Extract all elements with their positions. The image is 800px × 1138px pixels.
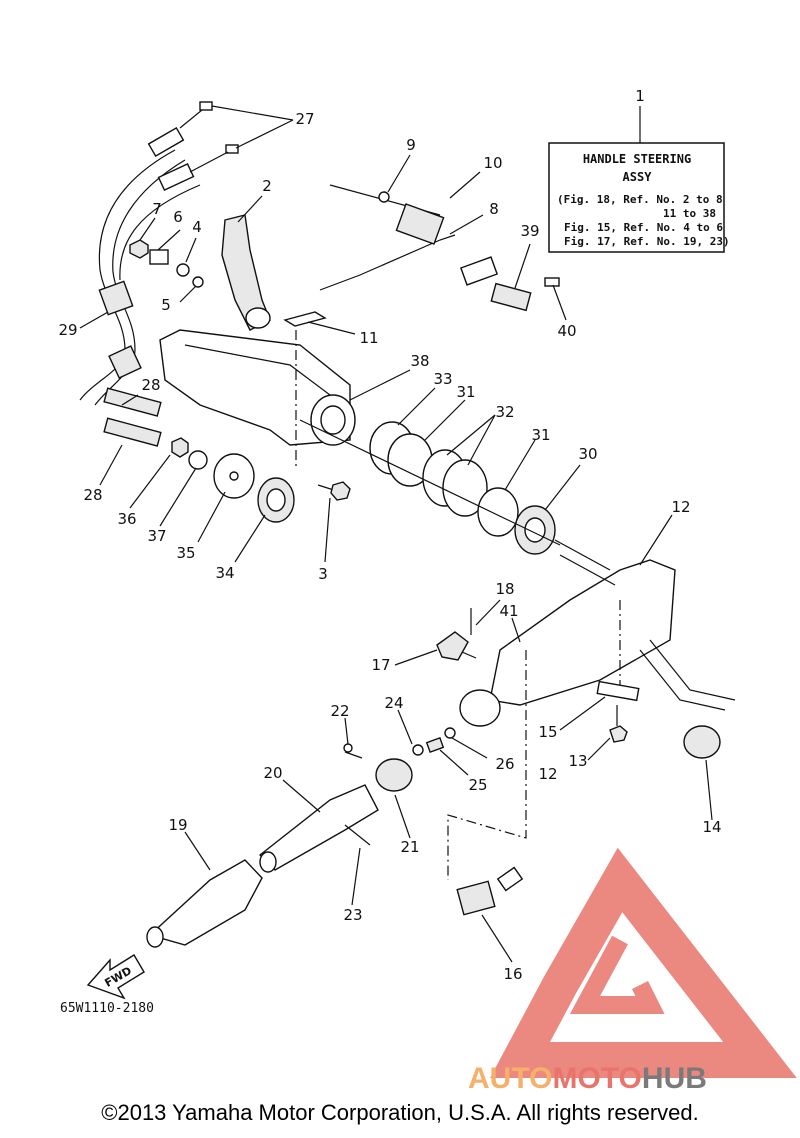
info-box-line3: (Fig. 18, Ref. No. 2 to 8 bbox=[557, 193, 723, 206]
info-box-title: HANDLE STEERING bbox=[583, 152, 691, 166]
callout-31-bottom: 31 bbox=[531, 426, 550, 444]
plate bbox=[283, 311, 327, 327]
callout-16: 16 bbox=[503, 965, 522, 983]
bushing-parts bbox=[171, 437, 295, 523]
watermark-text: AUTOMOTOHUB bbox=[468, 1062, 707, 1095]
copyright-notice: ©2013 Yamaha Motor Corporation, U.S.A. A… bbox=[101, 1100, 699, 1125]
callout-18: 18 bbox=[495, 580, 514, 598]
info-box-line5: Fig. 15, Ref. No. 4 to 6 bbox=[564, 221, 723, 234]
joint-parts bbox=[459, 256, 560, 312]
leader-lines bbox=[79, 105, 713, 963]
callout-6: 6 bbox=[173, 208, 183, 226]
callout-2: 2 bbox=[262, 177, 272, 195]
callout-30: 30 bbox=[578, 445, 597, 463]
callout-29: 29 bbox=[58, 321, 77, 339]
callout-21: 21 bbox=[400, 838, 419, 856]
callout-15: 15 bbox=[538, 723, 557, 741]
callout-38: 38 bbox=[410, 352, 429, 370]
svg-text:AUTOMOTOHUB: AUTOMOTOHUB bbox=[468, 1062, 707, 1095]
small-fasteners-top bbox=[129, 239, 204, 288]
callout-19: 19 bbox=[168, 816, 187, 834]
shift-lever bbox=[221, 214, 271, 331]
shift-rod bbox=[319, 184, 456, 291]
callout-3: 3 bbox=[318, 565, 328, 583]
watermark-logo bbox=[490, 847, 797, 1078]
callout-12: 12 bbox=[671, 498, 690, 516]
info-box-callout: 1 bbox=[635, 87, 645, 105]
callout-24: 24 bbox=[384, 694, 403, 712]
callout-13: 13 bbox=[568, 752, 587, 770]
diagram-code: 65W1110-2180 bbox=[60, 1001, 154, 1016]
forward-arrow-icon: FWD bbox=[86, 954, 145, 1000]
callout-14: 14 bbox=[702, 818, 721, 836]
callout-34: 34 bbox=[215, 564, 234, 582]
callout-28-top: 28 bbox=[141, 376, 160, 394]
washer-stack bbox=[299, 419, 561, 555]
throttle-grip bbox=[146, 727, 456, 948]
callout-20: 20 bbox=[263, 764, 282, 782]
callout-35: 35 bbox=[176, 544, 195, 562]
callout-9: 9 bbox=[406, 136, 416, 154]
callout-39: 39 bbox=[520, 222, 539, 240]
info-box-subtitle: ASSY bbox=[623, 170, 653, 184]
callout-32: 32 bbox=[495, 403, 514, 421]
callout-28-bottom: 28 bbox=[83, 486, 102, 504]
callout-31-top: 31 bbox=[456, 383, 475, 401]
callout-11: 11 bbox=[359, 329, 378, 347]
callout-10: 10 bbox=[483, 154, 502, 172]
screw-and-clip bbox=[447, 650, 628, 916]
cable-assembly bbox=[79, 101, 239, 447]
info-box: 1 HANDLE STEERING ASSY (Fig. 18, Ref. No… bbox=[548, 87, 730, 253]
callout-7: 7 bbox=[152, 200, 162, 218]
callout-36: 36 bbox=[117, 510, 136, 528]
callout-25: 25 bbox=[468, 776, 487, 794]
callout-26: 26 bbox=[495, 755, 514, 773]
callout-23: 23 bbox=[343, 906, 362, 924]
callout-41: 41 bbox=[499, 602, 518, 620]
callout-33: 33 bbox=[433, 370, 452, 388]
callout-12-ref: 12 bbox=[538, 765, 557, 783]
callout-37: 37 bbox=[147, 527, 166, 545]
info-box-line4: 11 to 38 bbox=[663, 207, 716, 220]
callout-4: 4 bbox=[192, 218, 202, 236]
callout-22: 22 bbox=[330, 702, 349, 720]
callout-17: 17 bbox=[371, 656, 390, 674]
bracket-housing bbox=[159, 329, 356, 470]
callout-5: 5 bbox=[161, 296, 171, 314]
bolt bbox=[317, 481, 351, 501]
callout-40: 40 bbox=[557, 322, 576, 340]
lower-bracket bbox=[459, 539, 736, 727]
callout-27: 27 bbox=[295, 110, 314, 128]
callout-8: 8 bbox=[489, 200, 499, 218]
callouts: 2 3 4 5 6 7 8 9 10 11 12 12 13 14 15 16 … bbox=[58, 110, 721, 983]
knob-parts bbox=[436, 608, 477, 661]
info-box-line6: Fig. 17, Ref. No. 19, 23) bbox=[564, 235, 730, 248]
steering-shaft bbox=[496, 725, 721, 892]
